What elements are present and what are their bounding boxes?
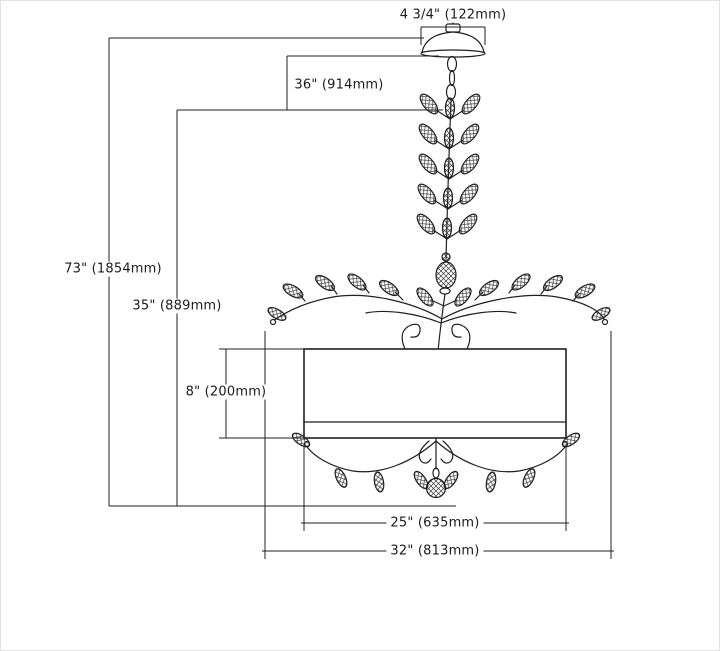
dim-line-chain-length	[286, 55, 439, 110]
lower-branches	[291, 432, 581, 493]
label-chain-length: 36" (914mm)	[290, 77, 388, 93]
dimension-lines	[108, 26, 614, 559]
label-canopy-width: 4 3/4" (122mm)	[395, 7, 511, 23]
label-fixture-height: 35" (889mm)	[128, 298, 226, 314]
crystal-column	[416, 93, 481, 240]
chain	[445, 55, 458, 101]
upper-arms	[267, 273, 611, 350]
label-shade-width: 25" (635mm)	[386, 515, 484, 531]
center-sphere	[416, 252, 472, 307]
label-overall-height: 73" (1854mm)	[60, 261, 166, 277]
drum-shade	[303, 348, 567, 439]
label-overall-width: 32" (813mm)	[386, 543, 484, 559]
canopy	[420, 16, 486, 58]
finial-ball	[425, 467, 447, 499]
dim-line-canopy-width	[420, 26, 486, 45]
fixture-artwork	[267, 16, 611, 499]
label-shade-height: 8" (200mm)	[181, 384, 271, 400]
